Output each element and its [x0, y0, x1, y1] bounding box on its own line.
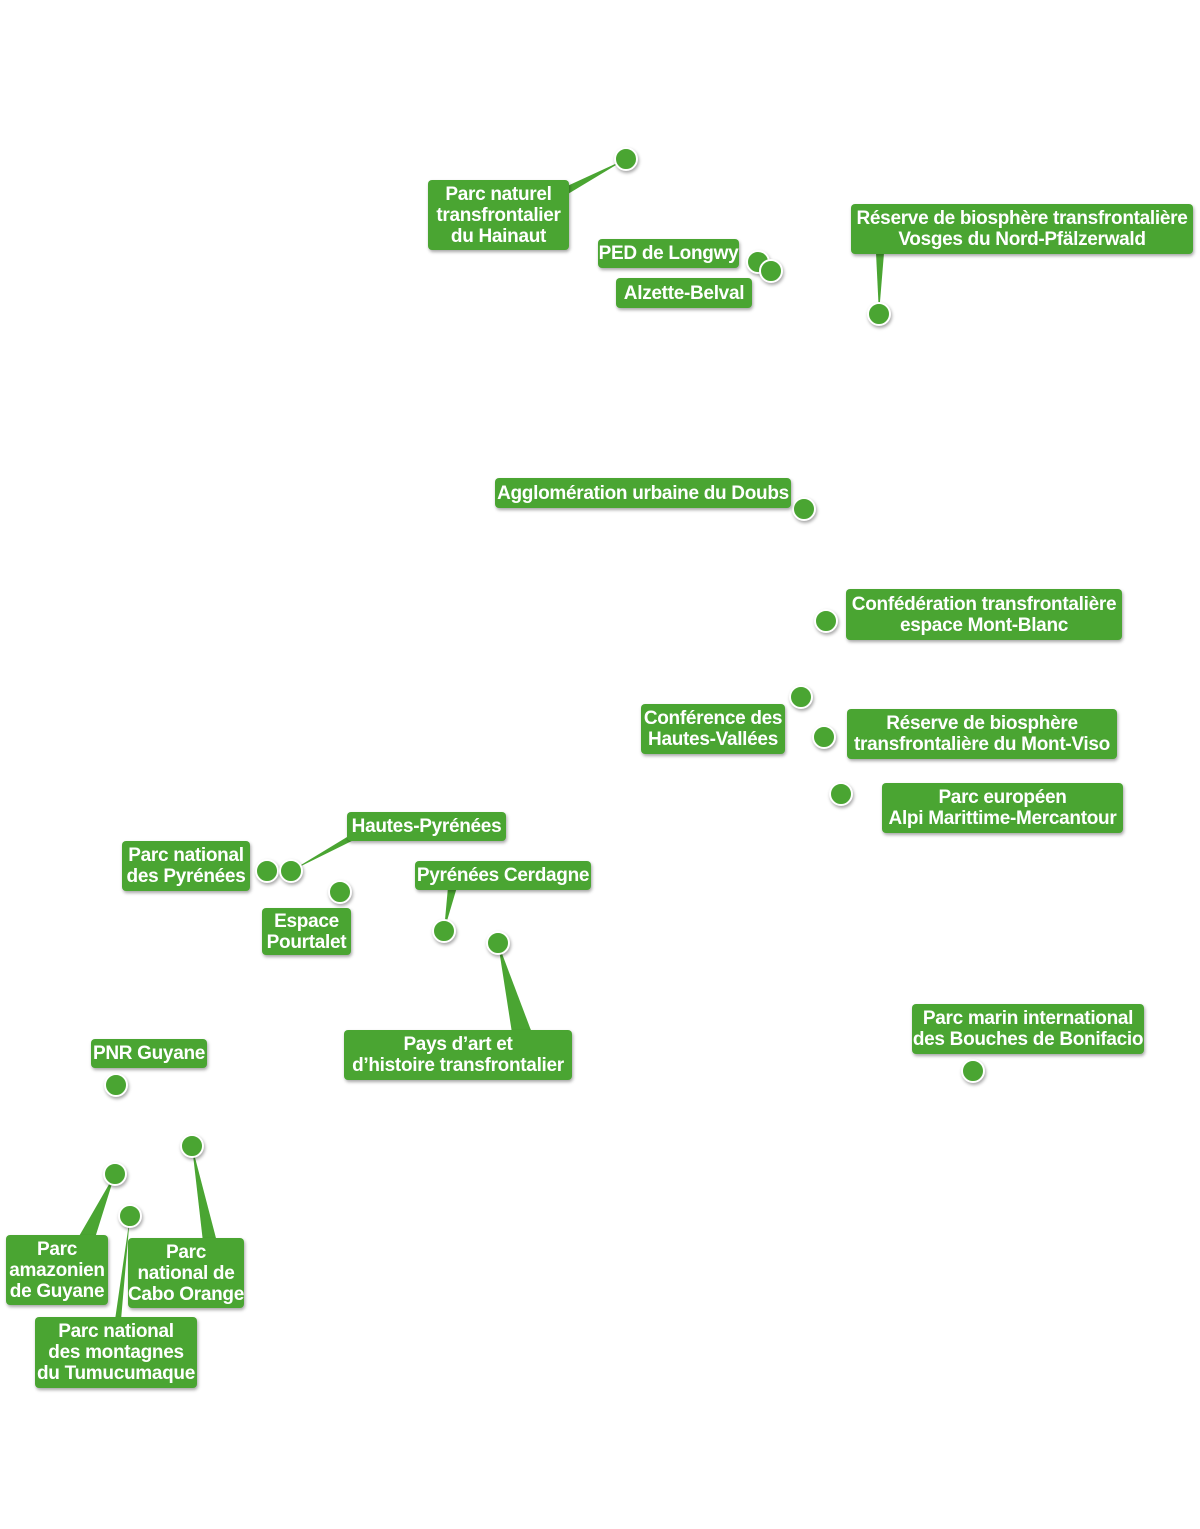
label-line: PNR Guyane [92, 1043, 206, 1064]
label-line: transfrontalier [436, 204, 561, 226]
label-line: Cabo Orange [128, 1283, 244, 1305]
label-line: Vosges du Nord-Pfälzerwald [898, 229, 1146, 250]
label-bonifacio[interactable]: Parc marin international des Bouches de … [912, 1004, 1144, 1054]
label-line: Pourtalet [266, 931, 347, 953]
label-line: Parc national [58, 1321, 174, 1342]
label-line: PED de Longwy [598, 243, 739, 264]
label-line: Réserve de biosphère [886, 713, 1078, 734]
leader-tumucumaque [115, 1216, 130, 1320]
label-hainaut[interactable]: Parc naturel transfrontalier du Hainaut [428, 180, 569, 250]
label-line: Confédération transfrontalière [851, 593, 1117, 615]
marker-hautesvallees[interactable] [789, 685, 813, 709]
label-doubs[interactable]: Agglomération urbaine du Doubs [495, 478, 791, 508]
label-line: Hautes-Vallées [648, 729, 778, 750]
leader-paysdart [498, 943, 532, 1033]
label-line: Parc européen [938, 787, 1067, 808]
label-paysdart[interactable]: Pays d’art et d’histoire transfrontalier [344, 1030, 572, 1080]
label-vosges[interactable]: Réserve de biosphère transfrontalière Vo… [851, 204, 1193, 254]
label-pyrenees-parc[interactable]: Parc national des Pyrénées [122, 841, 250, 891]
label-tumucumaque[interactable]: Parc national des montagnes du Tumucumaq… [35, 1317, 197, 1388]
marker-vosges[interactable] [867, 302, 891, 326]
marker-caboorange[interactable] [180, 1134, 204, 1158]
leader-vosges [876, 253, 884, 314]
marker-cerdagne[interactable] [432, 919, 456, 943]
label-line: Hautes-Pyrénées [351, 816, 502, 837]
label-montblanc[interactable]: Confédération transfrontalière espace Mo… [846, 589, 1122, 640]
leader-caboorange [192, 1146, 217, 1242]
marker-amazonien[interactable] [103, 1162, 127, 1186]
label-line: Conférence des [643, 708, 783, 729]
label-line: du Tumucumaque [37, 1363, 196, 1384]
marker-hainaut[interactable] [614, 147, 638, 171]
label-line: espace Mont-Blanc [899, 614, 1069, 636]
label-amazonien[interactable]: Parc amazonien de Guyane [6, 1235, 108, 1305]
label-cerdagne[interactable]: Pyrénées Cerdagne [415, 861, 591, 890]
marker-tumucumaque[interactable] [118, 1204, 142, 1228]
label-longwy[interactable]: PED de Longwy [598, 239, 739, 268]
marker-bonifacio[interactable] [961, 1059, 985, 1083]
label-line: Pyrénées Cerdagne [416, 865, 590, 886]
leader-hautespyrenees [291, 834, 366, 871]
label-line: de Guyane [9, 1280, 105, 1302]
label-line: amazonien [9, 1259, 105, 1281]
label-line: Parc [36, 1238, 77, 1260]
label-line: Pays d’art et [403, 1034, 513, 1055]
leader-amazonien [78, 1174, 115, 1238]
label-line: d’histoire transfrontalier [352, 1055, 564, 1076]
marker-paysdart[interactable] [486, 931, 510, 955]
marker-alzette[interactable] [759, 259, 783, 283]
marker-doubs[interactable] [792, 497, 816, 521]
label-montviso[interactable]: Réserve de biosphère transfrontalière du… [847, 709, 1117, 759]
label-line: Parc national [128, 845, 244, 866]
label-line: Réserve de biosphère transfrontalière [856, 208, 1188, 229]
label-caboorange[interactable]: Parc national de Cabo Orange [128, 1238, 244, 1308]
label-line: Parc marin international [922, 1008, 1134, 1029]
label-alpi[interactable]: Parc européen Alpi Marittime-Mercantour [882, 783, 1123, 833]
label-line: des Bouches de Bonifacio [912, 1029, 1144, 1050]
marker-montviso[interactable] [812, 725, 836, 749]
label-line: transfrontalière du Mont-Viso [854, 734, 1110, 755]
label-line: des montagnes [48, 1342, 184, 1363]
label-line: national de [137, 1262, 235, 1284]
label-line: Espace [274, 910, 339, 932]
label-line: Alpi Marittime-Mercantour [888, 808, 1117, 829]
label-line: Agglomération urbaine du Doubs [497, 482, 789, 504]
marker-pourtalet[interactable] [328, 880, 352, 904]
label-line: des Pyrénées [126, 866, 246, 887]
marker-alpi[interactable] [829, 782, 853, 806]
label-alzette[interactable]: Alzette-Belval [616, 278, 752, 308]
label-line: du Hainaut [450, 225, 547, 247]
label-line: Parc naturel [445, 183, 552, 205]
label-line: Parc [165, 1241, 206, 1263]
label-pourtalet[interactable]: Espace Pourtalet [262, 908, 351, 955]
label-hautespyrenees[interactable]: Hautes-Pyrénées [347, 812, 506, 841]
label-line: Alzette-Belval [623, 282, 745, 304]
marker-hautespyrenees[interactable] [279, 859, 303, 883]
marker-pyrenees-parc[interactable] [255, 859, 279, 883]
label-pnrguyane[interactable]: PNR Guyane [91, 1039, 207, 1068]
label-hautesvallees[interactable]: Conférence des Hautes-Vallées [641, 704, 785, 754]
marker-pnrguyane[interactable] [104, 1073, 128, 1097]
marker-montblanc[interactable] [814, 609, 838, 633]
